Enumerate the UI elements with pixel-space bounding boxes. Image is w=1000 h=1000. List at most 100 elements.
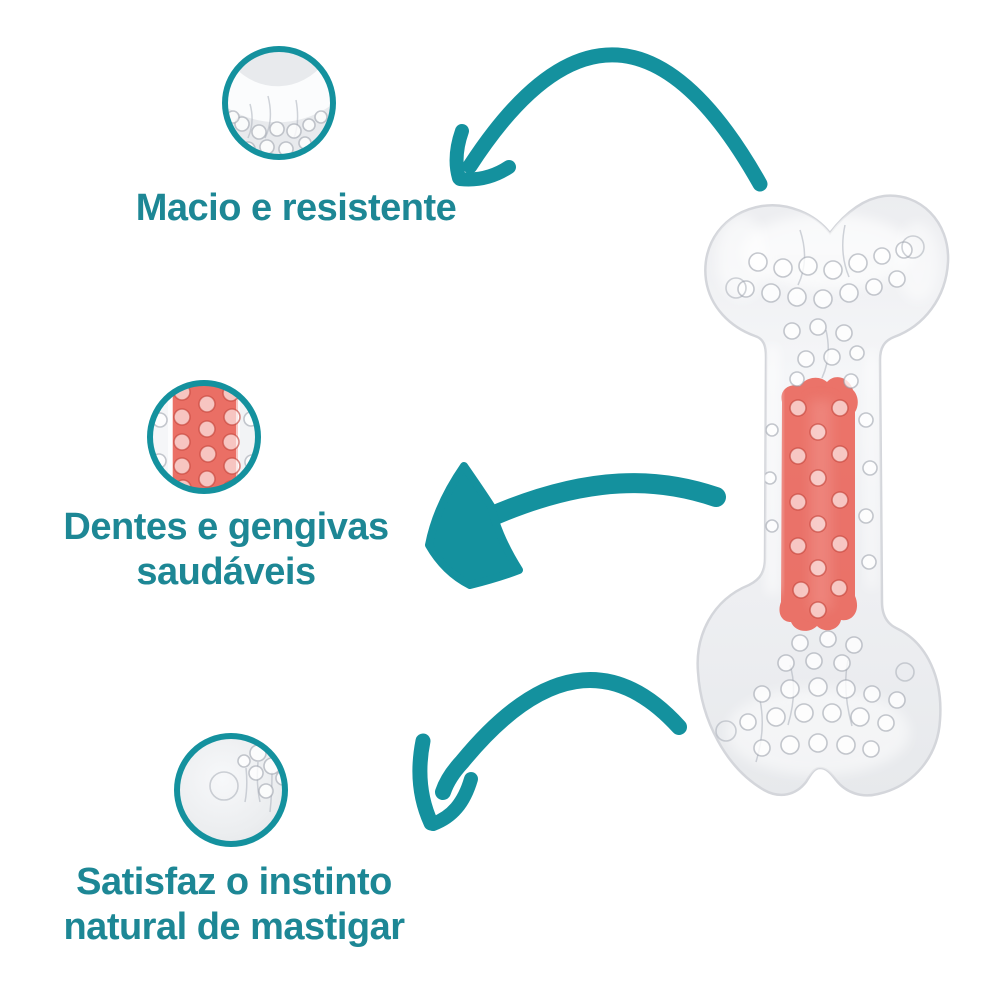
callout-red-core xyxy=(147,380,261,494)
texture-nub xyxy=(888,270,906,288)
texture-nub xyxy=(773,258,793,278)
texture-nub xyxy=(831,445,849,463)
texture-nub xyxy=(789,537,807,555)
texture-nub xyxy=(237,754,251,768)
texture-nub xyxy=(809,559,827,577)
texture-nub xyxy=(787,287,807,307)
callout-1-ring xyxy=(222,46,336,160)
texture-nub xyxy=(314,110,328,124)
feature-label-soft-durable: Macio e resistente xyxy=(135,187,457,229)
callout-3-dimple xyxy=(209,771,239,801)
texture-nub xyxy=(850,707,870,727)
texture-nub xyxy=(873,247,891,265)
texture-nub xyxy=(831,399,849,417)
texture-nub xyxy=(780,679,800,699)
arrow-bottom-barb-1 xyxy=(412,733,439,831)
texture-nub xyxy=(798,256,818,276)
texture-nub xyxy=(808,677,828,697)
texture-nub xyxy=(302,118,316,132)
texture-nub xyxy=(725,277,747,299)
texture-nub xyxy=(789,399,807,417)
arrow-top-barb-2 xyxy=(453,160,516,187)
texture-nub xyxy=(830,579,848,597)
texture-nub xyxy=(286,123,302,139)
callout-smooth-end xyxy=(174,733,288,847)
arrow-bottom-barb-2 xyxy=(426,772,478,831)
texture-nub xyxy=(777,654,795,672)
texture-nub xyxy=(836,679,856,699)
texture-nub xyxy=(794,703,814,723)
feature-label-chew-instinct: Satisfaz o instinto natural de mastigar xyxy=(63,861,405,948)
texture-nub xyxy=(863,685,881,703)
texture-nub xyxy=(223,408,241,426)
texture-nub xyxy=(823,260,843,280)
texture-nub xyxy=(763,471,777,485)
texture-nub xyxy=(269,121,285,137)
texture-nub xyxy=(895,662,915,682)
texture-nub xyxy=(833,654,851,672)
arrow-middle-icon xyxy=(425,462,726,589)
texture-nub xyxy=(861,554,877,570)
texture-nub xyxy=(198,470,216,488)
texture-nub xyxy=(173,433,191,451)
bone-toy-image xyxy=(696,194,950,797)
arrow-middle-head xyxy=(425,462,523,589)
texture-nub xyxy=(805,652,823,670)
callout-3-ring xyxy=(174,733,288,847)
texture-nub xyxy=(251,124,267,140)
texture-nub xyxy=(739,713,757,731)
texture-nub xyxy=(823,348,841,366)
texture-nub xyxy=(791,634,809,652)
callout-soft-texture xyxy=(222,46,336,160)
texture-nub xyxy=(809,469,827,487)
arrow-middle-shaft xyxy=(478,473,726,528)
texture-nub xyxy=(836,735,856,755)
texture-nub xyxy=(865,278,883,296)
texture-nub xyxy=(862,460,878,476)
texture-nub xyxy=(831,491,849,509)
texture-nub xyxy=(248,765,264,781)
texture-nub xyxy=(858,508,874,524)
texture-nub xyxy=(199,445,217,463)
texture-nub xyxy=(877,714,895,732)
texture-nub xyxy=(789,447,807,465)
texture-nub xyxy=(753,739,771,757)
texture-nub xyxy=(808,733,828,753)
texture-nub xyxy=(715,720,737,742)
texture-nub xyxy=(783,322,801,340)
texture-nub xyxy=(753,685,771,703)
texture-nub xyxy=(258,783,274,799)
arrow-bottom-shaft xyxy=(435,672,687,800)
texture-nub xyxy=(198,395,216,413)
texture-nub xyxy=(765,519,779,533)
callout-2-ring xyxy=(147,380,261,494)
texture-nub xyxy=(843,373,859,389)
texture-nub xyxy=(862,740,880,758)
texture-nub xyxy=(839,283,859,303)
texture-nub xyxy=(222,433,240,451)
texture-nub xyxy=(813,289,833,309)
texture-nub xyxy=(819,630,837,648)
texture-nub xyxy=(895,241,913,259)
texture-nub xyxy=(173,408,191,426)
texture-nub xyxy=(809,318,827,336)
texture-nub xyxy=(766,707,786,727)
texture-nub xyxy=(259,139,275,154)
texture-nub xyxy=(792,581,810,599)
bone-inner-detail xyxy=(715,214,940,776)
texture-nub xyxy=(198,420,216,438)
texture-nub xyxy=(835,324,853,342)
texture-nub xyxy=(173,457,191,475)
feature-label-teeth-gums: Dentes e gengivas saudáveis xyxy=(63,506,389,593)
texture-nub xyxy=(797,350,815,368)
texture-nub xyxy=(845,636,863,654)
texture-nub xyxy=(809,423,827,441)
texture-nub xyxy=(780,735,800,755)
texture-nub xyxy=(748,252,768,272)
arrow-bottom-icon xyxy=(412,672,687,831)
texture-nub xyxy=(761,283,781,303)
texture-nub xyxy=(848,253,868,273)
texture-nub xyxy=(765,423,779,437)
texture-nub xyxy=(809,515,827,533)
